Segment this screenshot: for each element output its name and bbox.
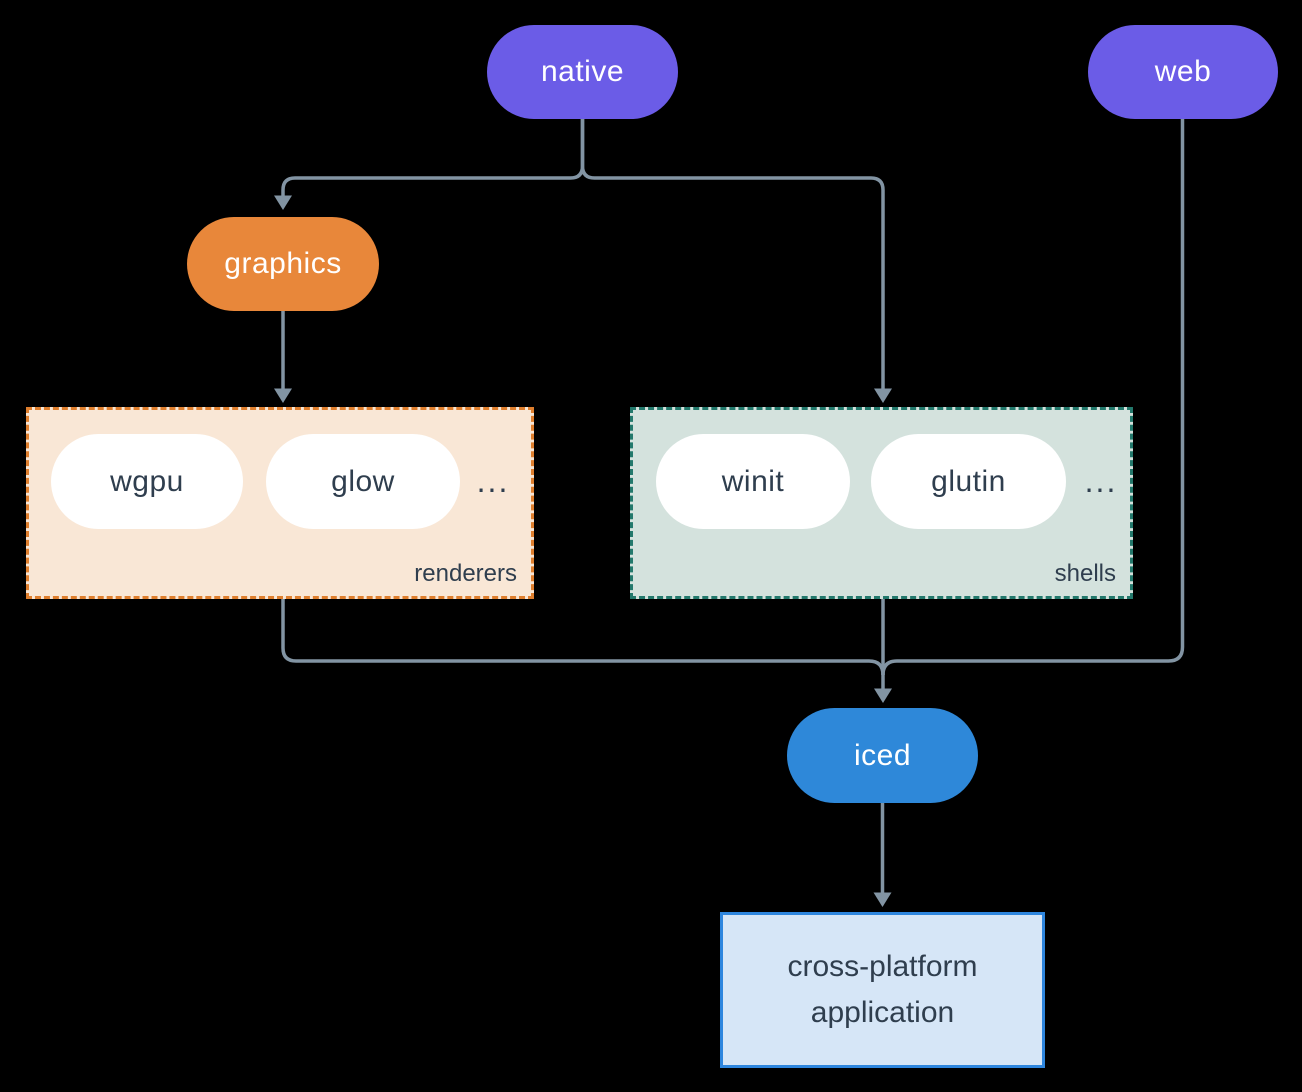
node-native: native	[487, 25, 678, 119]
node-web: web	[1088, 25, 1278, 119]
edge-renderers-iced	[281, 599, 885, 676]
arrowhead-renderers	[274, 388, 292, 403]
application-label-line2: application	[810, 996, 955, 1029]
arrowhead-graphics	[274, 195, 292, 210]
group-renderers: wgpu glow ... renderers	[26, 407, 534, 599]
arrowhead-application	[873, 892, 892, 907]
node-graphics: graphics	[187, 217, 379, 311]
node-iced: iced	[787, 708, 978, 803]
node-glow: glow	[266, 434, 460, 529]
node-glutin: glutin	[871, 434, 1066, 529]
arrowhead-iced	[874, 688, 892, 703]
group-shells: winit glutin ... shells	[630, 407, 1133, 599]
node-winit: winit	[656, 434, 850, 529]
arrowhead-shells	[874, 388, 892, 403]
node-wgpu: wgpu	[51, 434, 243, 529]
node-application: cross-platform application	[720, 912, 1045, 1068]
renderers-group-label: renderers	[414, 560, 517, 587]
shells-ellipsis: ...	[1084, 463, 1118, 499]
renderers-ellipsis: ...	[476, 463, 510, 499]
edge-native-shells	[580, 119, 885, 389]
edge-native-graphics	[281, 119, 585, 196]
application-label-line1: cross-platform	[787, 950, 978, 983]
shells-group-label: shells	[1054, 560, 1116, 587]
